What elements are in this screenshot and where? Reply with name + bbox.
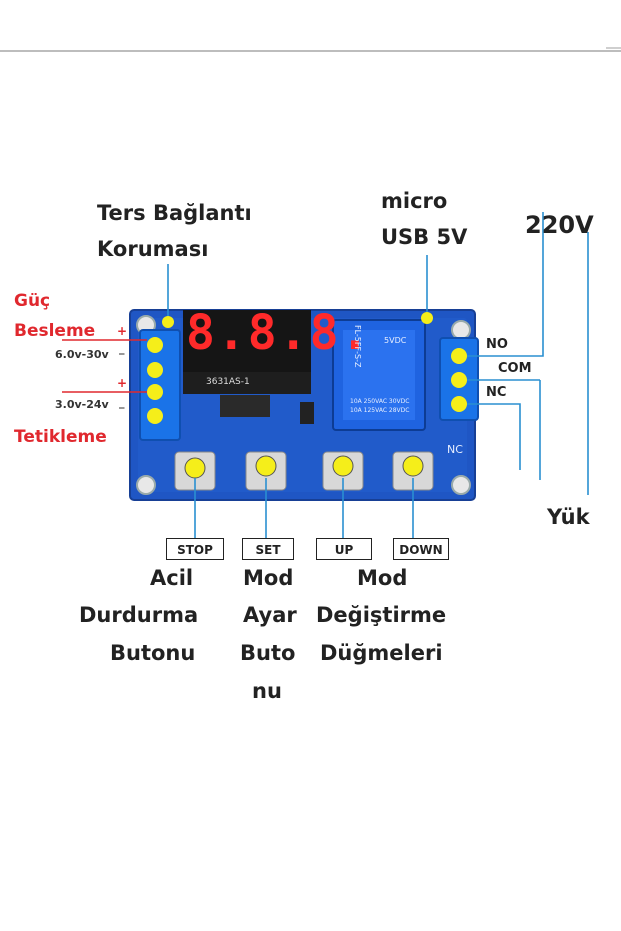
plus-sign-1: +	[117, 324, 128, 338]
set-caption-1: Mod	[243, 566, 294, 590]
set-caption-3: Buto	[240, 641, 296, 665]
regulator-chip	[220, 395, 270, 417]
relay-spec-2: 10A 125VAC 28VDC	[350, 407, 410, 414]
relay	[332, 319, 426, 431]
minus-sign-2: _	[119, 396, 125, 409]
stop-caption-3: Butonu	[110, 641, 196, 665]
com-label: COM	[498, 361, 532, 376]
voltage-label: 220V	[525, 211, 594, 239]
range-1-label: 6.0v-30v	[55, 348, 109, 361]
load-label: Yük	[547, 505, 590, 529]
stop-caption-2: Durdurma	[79, 603, 199, 627]
minus-sign-1: _	[119, 342, 125, 355]
set-caption-4: nu	[252, 679, 282, 703]
nc-label: NC	[486, 385, 507, 400]
trigger-label: Tetikleme	[14, 427, 107, 447]
mode-caption-1: Mod	[357, 566, 408, 590]
relay-model: FL-5FF-S-Z	[353, 325, 362, 368]
mode-caption-3: Düğmeleri	[320, 641, 443, 665]
relay-spec-1: 10A 250VAC 30VDC	[350, 398, 410, 405]
plus-sign-2: +	[117, 376, 128, 390]
mode-caption-2: Değiştirme	[316, 603, 447, 627]
left-terminal-block	[139, 329, 181, 441]
set-caption-2: Ayar	[243, 603, 297, 627]
reverse-protection-point	[162, 316, 174, 328]
usb-5v-label: USB 5V	[381, 225, 468, 249]
power-label-1: Güç	[14, 291, 51, 311]
micro-label: micro	[381, 189, 448, 213]
reverse-protection-label-2: Koruması	[97, 237, 209, 261]
top-divider	[0, 50, 621, 52]
range-2-label: 3.0v-24v	[55, 398, 109, 411]
no-label: NO	[486, 337, 508, 352]
stop-button-label: STOP	[166, 538, 224, 560]
push-buttons	[174, 451, 434, 491]
top-divider-mark	[606, 47, 621, 49]
relay-voltage: 5VDC	[384, 336, 407, 345]
down-button-label: DOWN	[393, 538, 449, 560]
up-button-label: UP	[316, 538, 372, 560]
display-digits: 8.8.8.	[186, 305, 372, 361]
power-label-2: Besleme	[14, 321, 96, 341]
seven-segment-display	[183, 310, 311, 394]
set-button-label: SET	[242, 538, 294, 560]
board-nc-silk: NC	[447, 443, 463, 456]
diode	[300, 402, 314, 424]
micro-usb-point	[421, 312, 433, 324]
reverse-protection-label-1: Ters Bağlantı	[97, 201, 252, 225]
stop-caption-1: Acil	[150, 566, 194, 590]
display-part-number: 3631AS-1	[206, 377, 250, 387]
leader-lines	[167, 212, 589, 538]
right-terminal-block	[439, 337, 479, 421]
power-leader-lines	[62, 339, 147, 393]
